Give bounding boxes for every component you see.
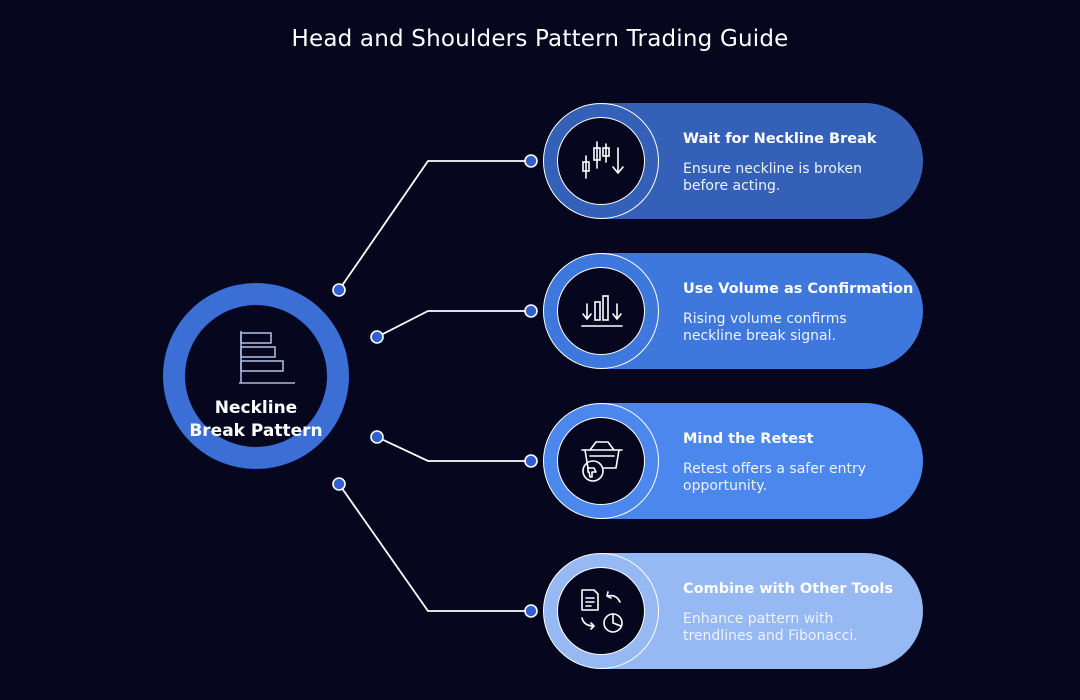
connector-node-step-3 — [524, 454, 538, 468]
volume-bars-icon — [581, 295, 623, 327]
step-icon-circle — [557, 567, 645, 655]
connector-node-hub-3 — [370, 430, 384, 444]
connector-line-4 — [338, 483, 531, 612]
hub-label: Neckline Break Pattern — [189, 398, 323, 441]
step-card-volume-confirmation: Use Volume as Confirmation Rising volume… — [543, 253, 923, 369]
step-icon-ring — [543, 103, 659, 219]
connector-node-hub-2 — [370, 330, 384, 344]
connector-node-step-4 — [524, 604, 538, 618]
step-description: Ensure neckline is broken before acting. — [683, 161, 863, 194]
step-card-mind-retest: Mind the Retest Retest offers a safer en… — [543, 403, 923, 519]
connector-line-2 — [376, 310, 531, 338]
connector-node-hub-4 — [332, 477, 346, 491]
step-description: Enhance pattern with trendlines and Fibo… — [683, 611, 858, 644]
connector-line-3 — [376, 436, 531, 462]
step-title: Wait for Neckline Break — [683, 131, 877, 147]
basket-thumbs-down-icon — [581, 441, 623, 482]
page-title: Head and Shoulders Pattern Trading Guide — [291, 26, 789, 52]
connector-node-step-2 — [524, 304, 538, 318]
step-card-combine-tools: Combine with Other Tools Enhance pattern… — [543, 553, 923, 669]
neckline-break-hub: Neckline Break Pattern — [163, 283, 349, 469]
document-pie-exchange-icon — [581, 589, 623, 633]
step-title: Mind the Retest — [683, 431, 814, 447]
connector-line-1 — [338, 160, 531, 291]
step-title: Combine with Other Tools — [683, 581, 894, 597]
step-icon-circle — [557, 417, 645, 505]
step-icon-ring — [543, 553, 659, 669]
step-title: Use Volume as Confirmation — [683, 281, 914, 297]
step-icon-ring — [543, 253, 659, 369]
step-icon-circle — [557, 117, 645, 205]
step-icon-circle — [557, 267, 645, 355]
connector-node-hub-1 — [332, 283, 346, 297]
step-icon-ring — [543, 403, 659, 519]
horizontal-bar-chart-icon — [239, 331, 295, 384]
connector-node-step-1 — [524, 154, 538, 168]
hub-inner-circle: Neckline Break Pattern — [185, 305, 327, 447]
step-card-wait-neckline-break: Wait for Neckline Break Ensure neckline … — [543, 103, 923, 219]
step-description: Rising volume confirms neckline break si… — [683, 311, 847, 344]
candlestick-down-icon — [582, 141, 624, 179]
step-description: Retest offers a safer entry opportunity. — [683, 461, 867, 494]
